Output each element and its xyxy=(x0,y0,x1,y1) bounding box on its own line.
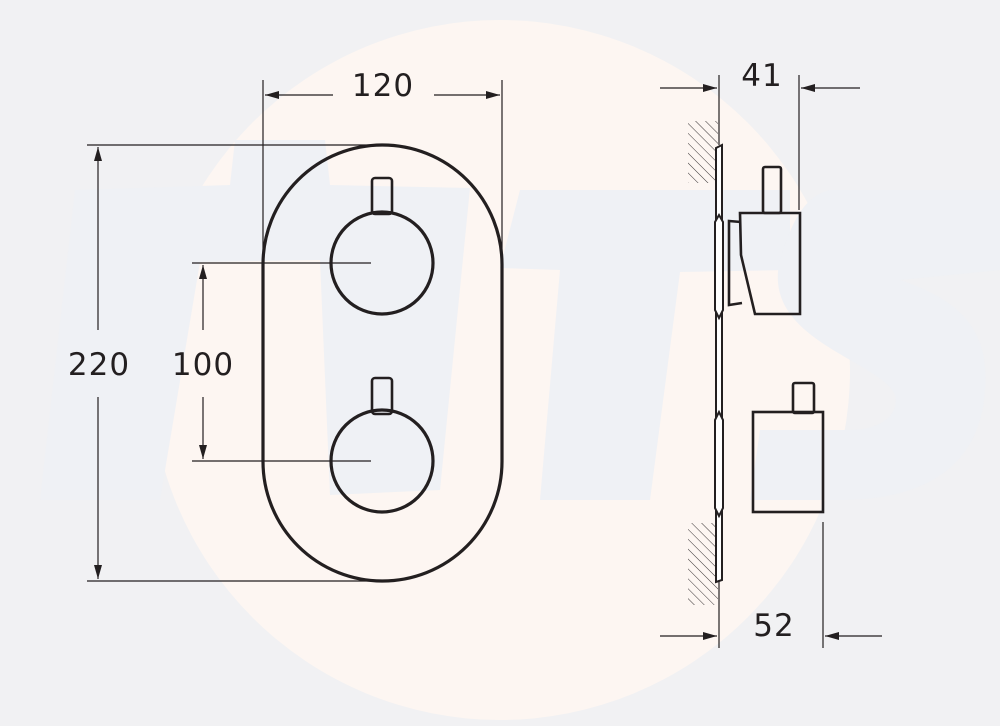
wall-hatch-lower xyxy=(688,523,718,605)
dimension-projection-upper: 41 xyxy=(660,58,860,210)
side-lower-handle xyxy=(751,381,825,514)
lower-handle-stem xyxy=(370,376,394,416)
trim-plate-outline xyxy=(261,143,504,583)
watermark-letter-s xyxy=(750,190,1000,500)
dimension-handle-spacing: 100 xyxy=(172,262,371,462)
dimension-width: 120 xyxy=(262,68,503,330)
watermark-letter-m xyxy=(40,140,470,500)
spacing-label: 100 xyxy=(172,347,234,383)
wall-hatch-upper xyxy=(688,121,718,183)
width-label: 120 xyxy=(352,68,414,104)
height-label: 220 xyxy=(68,347,130,383)
plate-profile xyxy=(714,143,724,584)
watermark-circle xyxy=(150,20,850,720)
side-upper-handle xyxy=(727,165,802,316)
dimension-height: 220 xyxy=(68,144,382,582)
side-view: 41 52 xyxy=(660,58,882,648)
upper-handle-stem xyxy=(370,176,394,216)
side-upper-collar xyxy=(727,219,743,307)
dimension-projection-lower: 52 xyxy=(660,522,882,648)
front-view: 120 220 100 xyxy=(68,68,504,583)
side-upper-body xyxy=(738,211,802,316)
projection-lower-label: 52 xyxy=(753,608,794,644)
watermark xyxy=(40,20,1000,720)
projection-upper-label: 41 xyxy=(741,58,782,94)
side-lower-body xyxy=(751,410,825,514)
